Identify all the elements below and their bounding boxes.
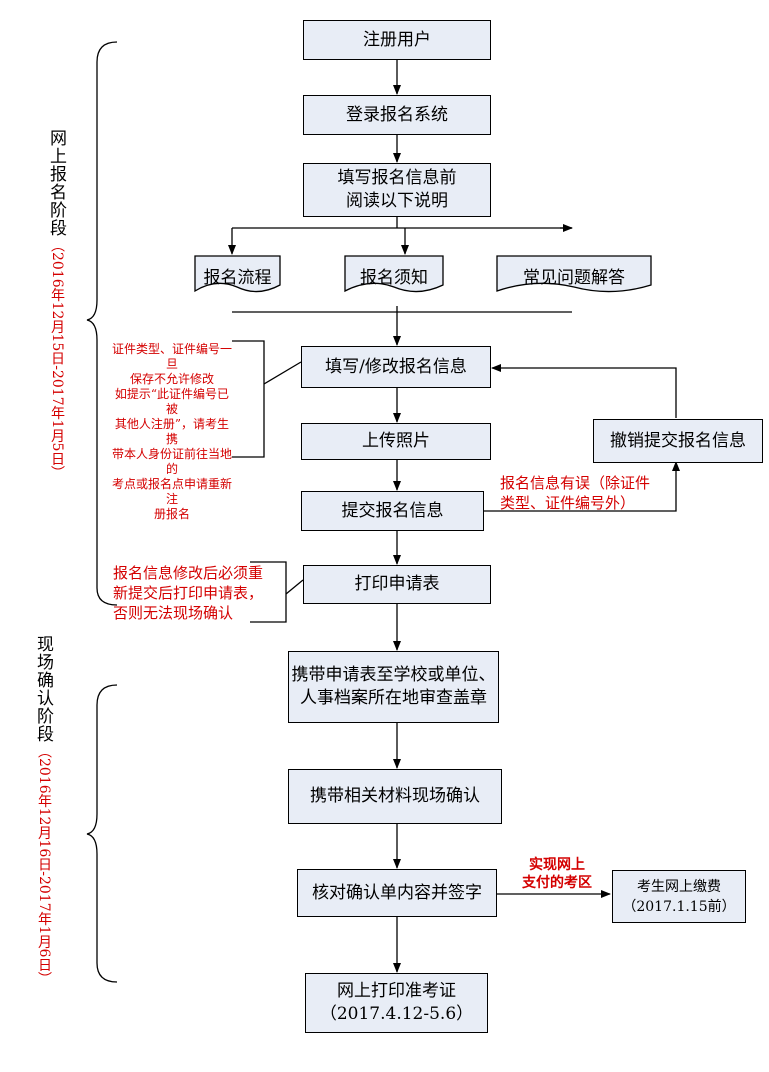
id-rule-note: 证件类型、证件编号一旦 保存不允许修改 如提示“此证件编号已被 其他人注册”，请… bbox=[111, 342, 232, 521]
step-revoke-box[interactable]: 撤销提交报名信息 bbox=[593, 419, 763, 463]
arrow-revoke-fill bbox=[491, 364, 677, 418]
id-note-pointer bbox=[263, 361, 302, 385]
error-note: 报名信息有误（除证件 类型、证件编号外） bbox=[500, 474, 651, 512]
step-confirm-box[interactable]: 携带相关材料现场确认 bbox=[288, 769, 502, 824]
step-register-box[interactable]: 注册用户 bbox=[303, 20, 491, 60]
doc-guide-faq[interactable]: 常见问题解答 bbox=[523, 268, 625, 288]
online-stage-brace bbox=[86, 41, 118, 606]
doc-guide-process[interactable]: 报名流程 bbox=[203, 268, 272, 288]
reprint-note: 报名信息修改后必须重 新提交后打印申请表， 否则无法现场确认 bbox=[113, 564, 264, 622]
online-stage-dates: （2016年12月15日-2017年1月5日） bbox=[49, 238, 65, 480]
step-print-form-box[interactable]: 打印申请表 bbox=[303, 565, 491, 604]
step-login-box[interactable]: 登录报名系统 bbox=[303, 95, 491, 135]
step-stamp-box[interactable]: 携带申请表至学校或单位、 人事档案所在地审查盖章 bbox=[288, 651, 499, 723]
onsite-stage-title: 现场确认阶段 bbox=[33, 635, 53, 743]
step-submit-box[interactable]: 提交报名信息 bbox=[301, 491, 484, 531]
step-verify-box[interactable]: 核对确认单内容并签字 bbox=[297, 869, 497, 917]
online-stage-title: 网上报名阶段 bbox=[46, 129, 66, 237]
doc-shape-1 bbox=[194, 255, 281, 293]
onsite-stage-brace bbox=[86, 684, 118, 983]
step-upload-box[interactable]: 上传照片 bbox=[301, 423, 491, 460]
step-fill-box[interactable]: 填写/修改报名信息 bbox=[301, 346, 491, 388]
id-note-bracket bbox=[232, 340, 265, 458]
doc-guide-notice[interactable]: 报名须知 bbox=[360, 268, 428, 288]
step-read-box[interactable]: 填写报名信息前 阅读以下说明 bbox=[303, 163, 491, 217]
reprint-note-pointer bbox=[285, 579, 304, 595]
arrow-submit-revoke bbox=[484, 461, 680, 512]
reprint-note-bracket bbox=[250, 561, 287, 623]
step-admission-box[interactable]: 网上打印准考证 （2017.4.12-5.6） bbox=[305, 973, 488, 1033]
doc-shape-2 bbox=[344, 255, 444, 293]
pay-region-note: 实现网上 支付的考区 bbox=[522, 857, 592, 891]
onsite-stage-dates: （2016年12月16日-2017年1月6日） bbox=[36, 744, 52, 986]
step-pay-box[interactable]: 考生网上缴费 （2017.1.15前） bbox=[612, 870, 746, 923]
doc-shape-3 bbox=[496, 255, 652, 293]
